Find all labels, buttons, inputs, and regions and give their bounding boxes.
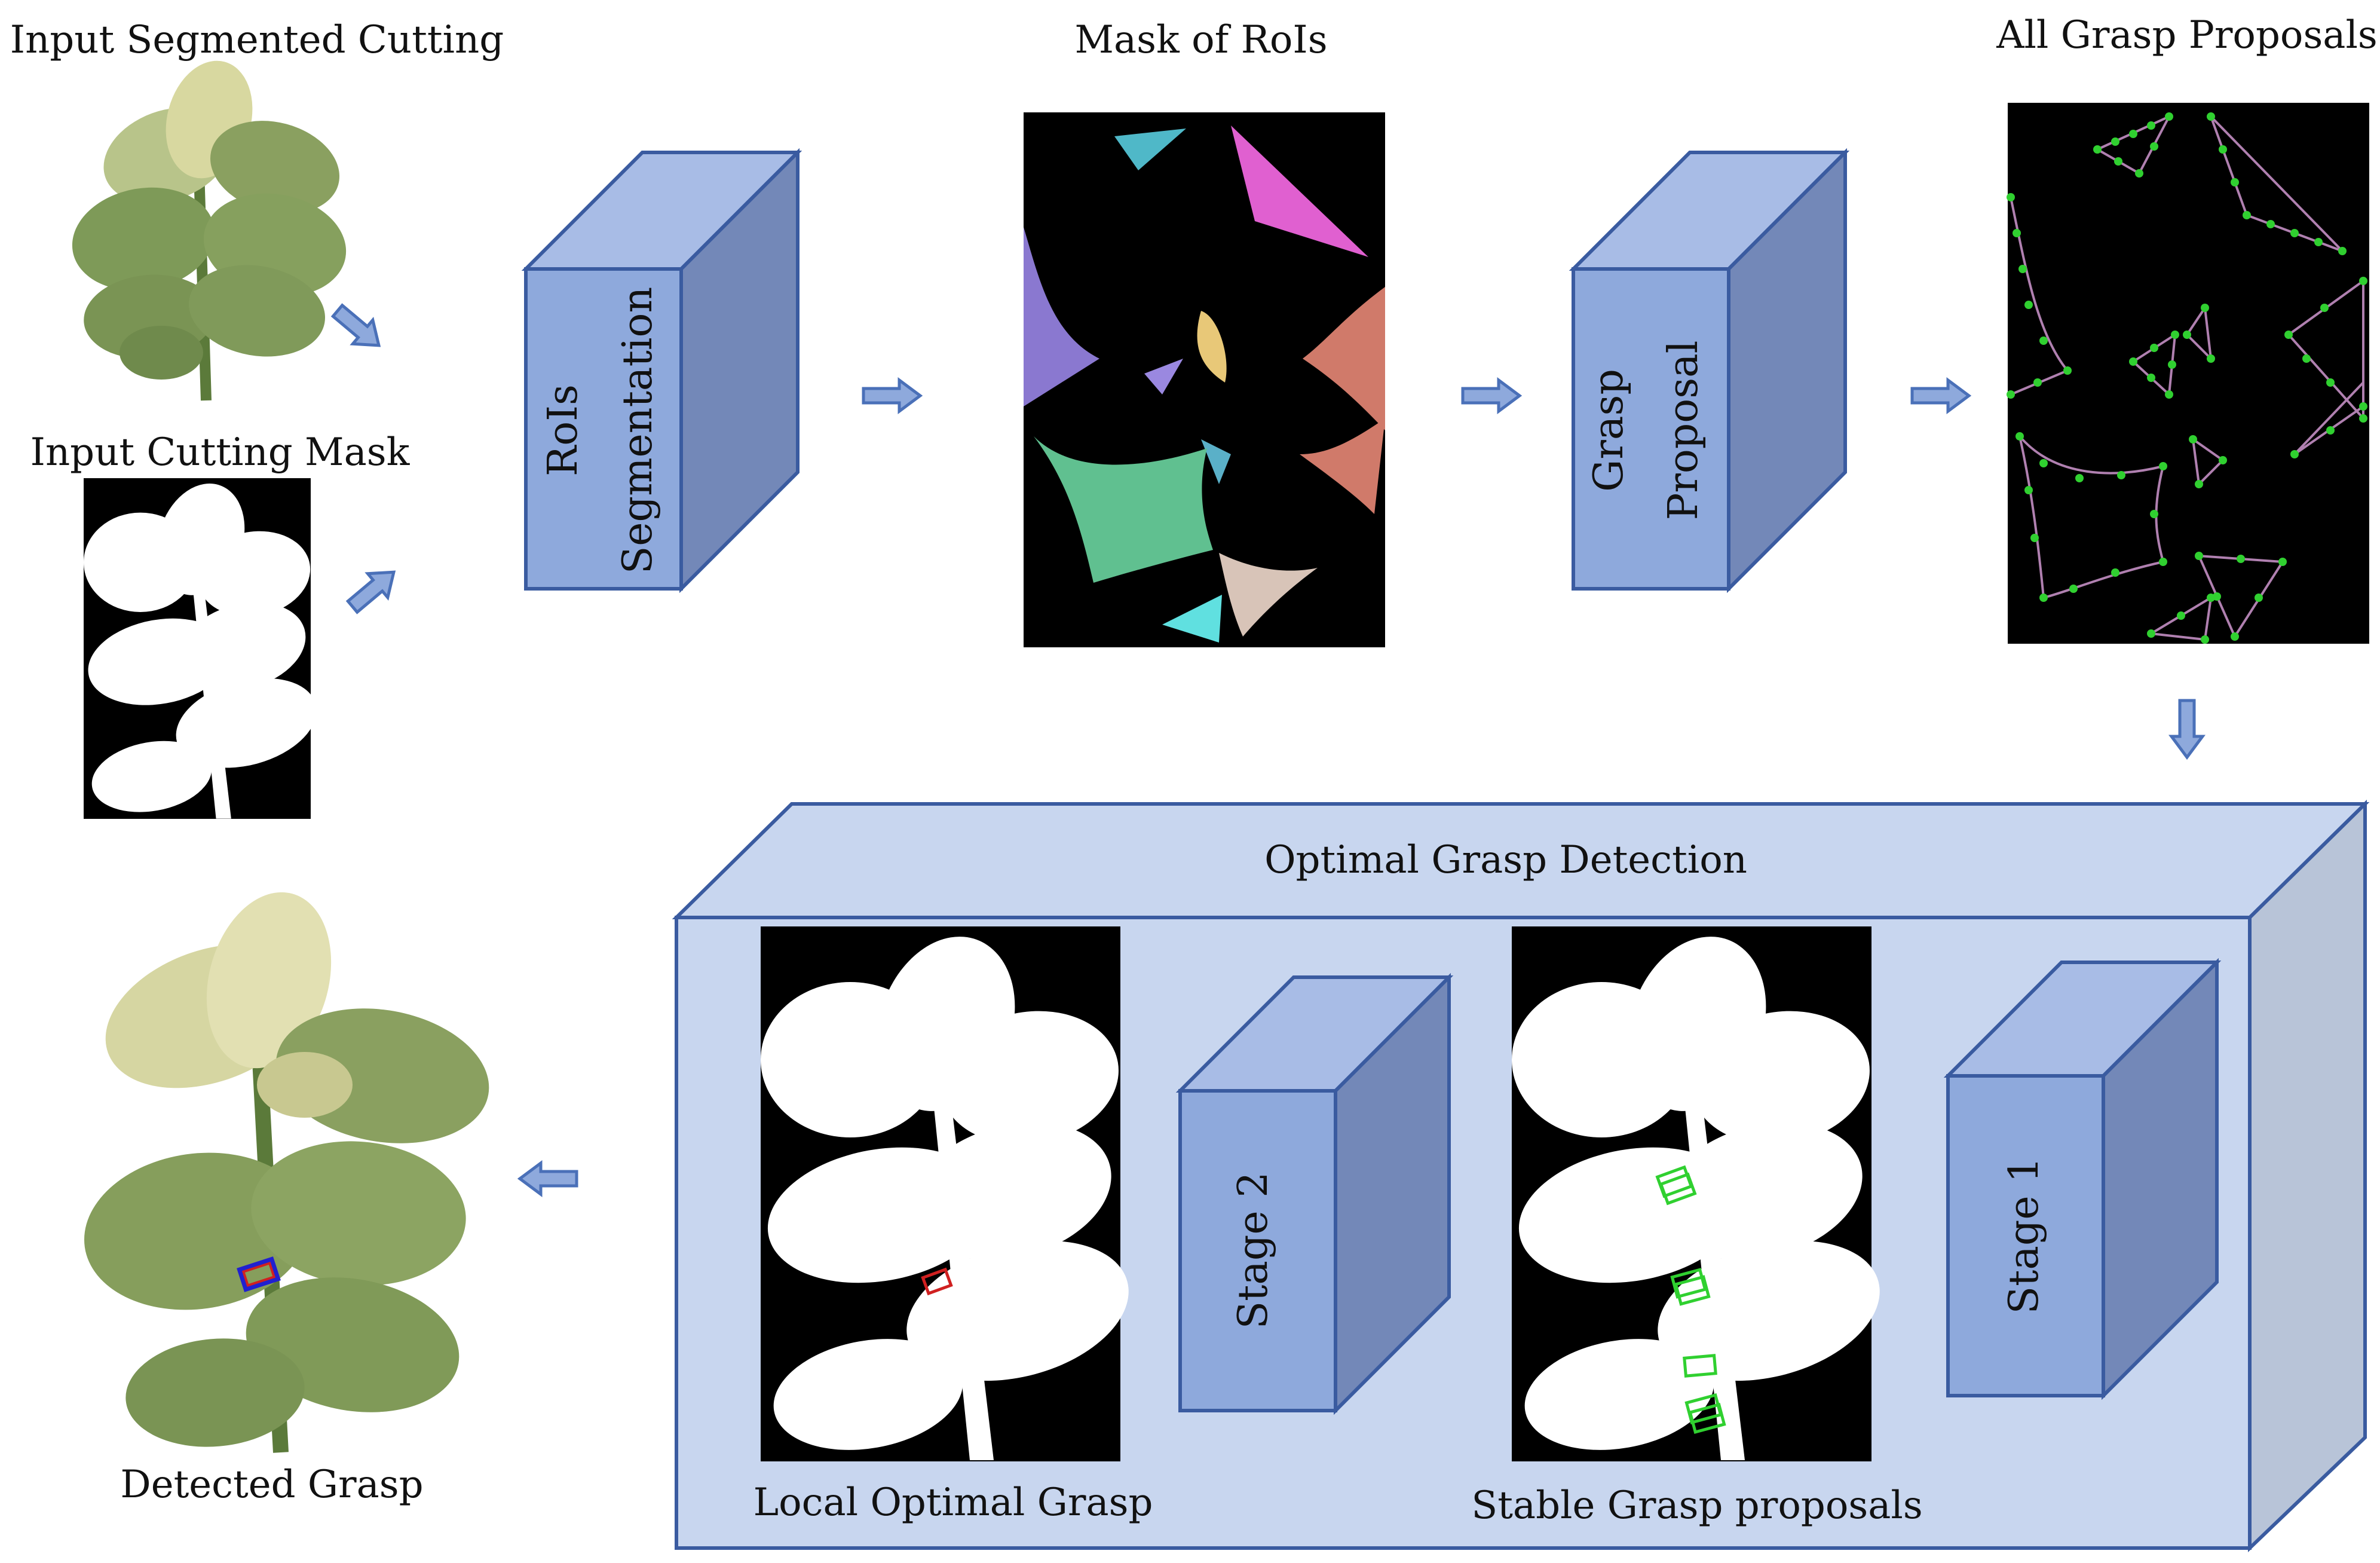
detected-grasp-label: Detected Grasp — [120, 1463, 423, 1507]
grasp-proposal-label-line1: Grasp — [1585, 369, 1632, 492]
roi-region — [1219, 553, 1318, 637]
arrow-to-all-grasp-proposals — [1910, 377, 1972, 414]
arrow-to-rois-segmentation-top — [330, 303, 381, 347]
local-optimal-grasp-label: Local Optimal Grasp — [753, 1481, 1153, 1525]
roi-region — [1300, 418, 1385, 514]
stable-grasp-marker — [1674, 1275, 1711, 1306]
arrow-to-rois-segmentation-bottom — [345, 570, 396, 614]
local-optimal-grasp-image — [756, 917, 1144, 1464]
rois-segmentation-label-line2: Segmentation — [614, 287, 661, 574]
stable-grasp-marker — [1683, 1354, 1717, 1378]
optimal-grasp-detection-label: Optimal Grasp Detection — [1264, 838, 1747, 882]
detected-grasp-image — [84, 892, 489, 1453]
grasp-proposal-label-line2: Proposal — [1660, 341, 1707, 521]
input-cutting-mask-image — [81, 471, 327, 821]
stage2-label: Stage 2 — [1230, 1172, 1277, 1329]
input-segmented-cutting-label: Input Segmented Cutting — [10, 18, 504, 62]
detected-grasp-marker — [237, 1256, 281, 1292]
roi-region — [1197, 311, 1227, 383]
mask-of-rois-image — [1024, 112, 1385, 647]
roi-region — [1162, 595, 1222, 643]
all-grasp-proposals-image — [2007, 103, 2369, 644]
stage1-block: Stage 1 — [1943, 958, 2222, 1400]
stable-grasp-proposals-image — [1508, 917, 1895, 1464]
stable-grasp-marker — [1670, 1268, 1707, 1299]
arrow-to-mask-of-rois — [862, 377, 923, 414]
all-grasp-proposals-label: All Grasp Proposals — [1996, 13, 2378, 57]
arrow-to-optimal-grasp-detection — [2168, 699, 2206, 760]
roi-region — [1024, 227, 1099, 406]
stable-grasp-marker — [1688, 1403, 1726, 1434]
roi-region — [1231, 126, 1368, 257]
stage1-label: Stage 1 — [2001, 1157, 2048, 1314]
input-cutting-mask-label: Input Cutting Mask — [30, 430, 411, 475]
input-segmented-cutting-image — [72, 60, 347, 401]
arrow-to-grasp-proposal — [1461, 377, 1523, 414]
local-optimal-grasp-marker — [921, 1267, 953, 1296]
arrow-to-detected-grasp — [517, 1160, 578, 1197]
grasp-proposal-block: Grasp Proposal — [1569, 148, 1850, 594]
mask-of-rois-label: Mask of RoIs — [1074, 18, 1327, 62]
rois-segmentation-block: RoIs Segmentation — [521, 148, 802, 594]
rois-segmentation-label-line1: RoIs — [540, 384, 587, 476]
roi-region — [1144, 359, 1183, 394]
roi-region — [1303, 287, 1385, 430]
roi-region — [1201, 439, 1231, 484]
grasp-points — [2007, 112, 2367, 644]
stable-grasp-proposals-label: Stable Grasp proposals — [1471, 1484, 1922, 1528]
roi-region — [1114, 129, 1186, 170]
roi-region — [1034, 436, 1213, 583]
stable-grasp-marker — [1659, 1172, 1697, 1206]
stage2-block: Stage 2 — [1175, 972, 1454, 1415]
